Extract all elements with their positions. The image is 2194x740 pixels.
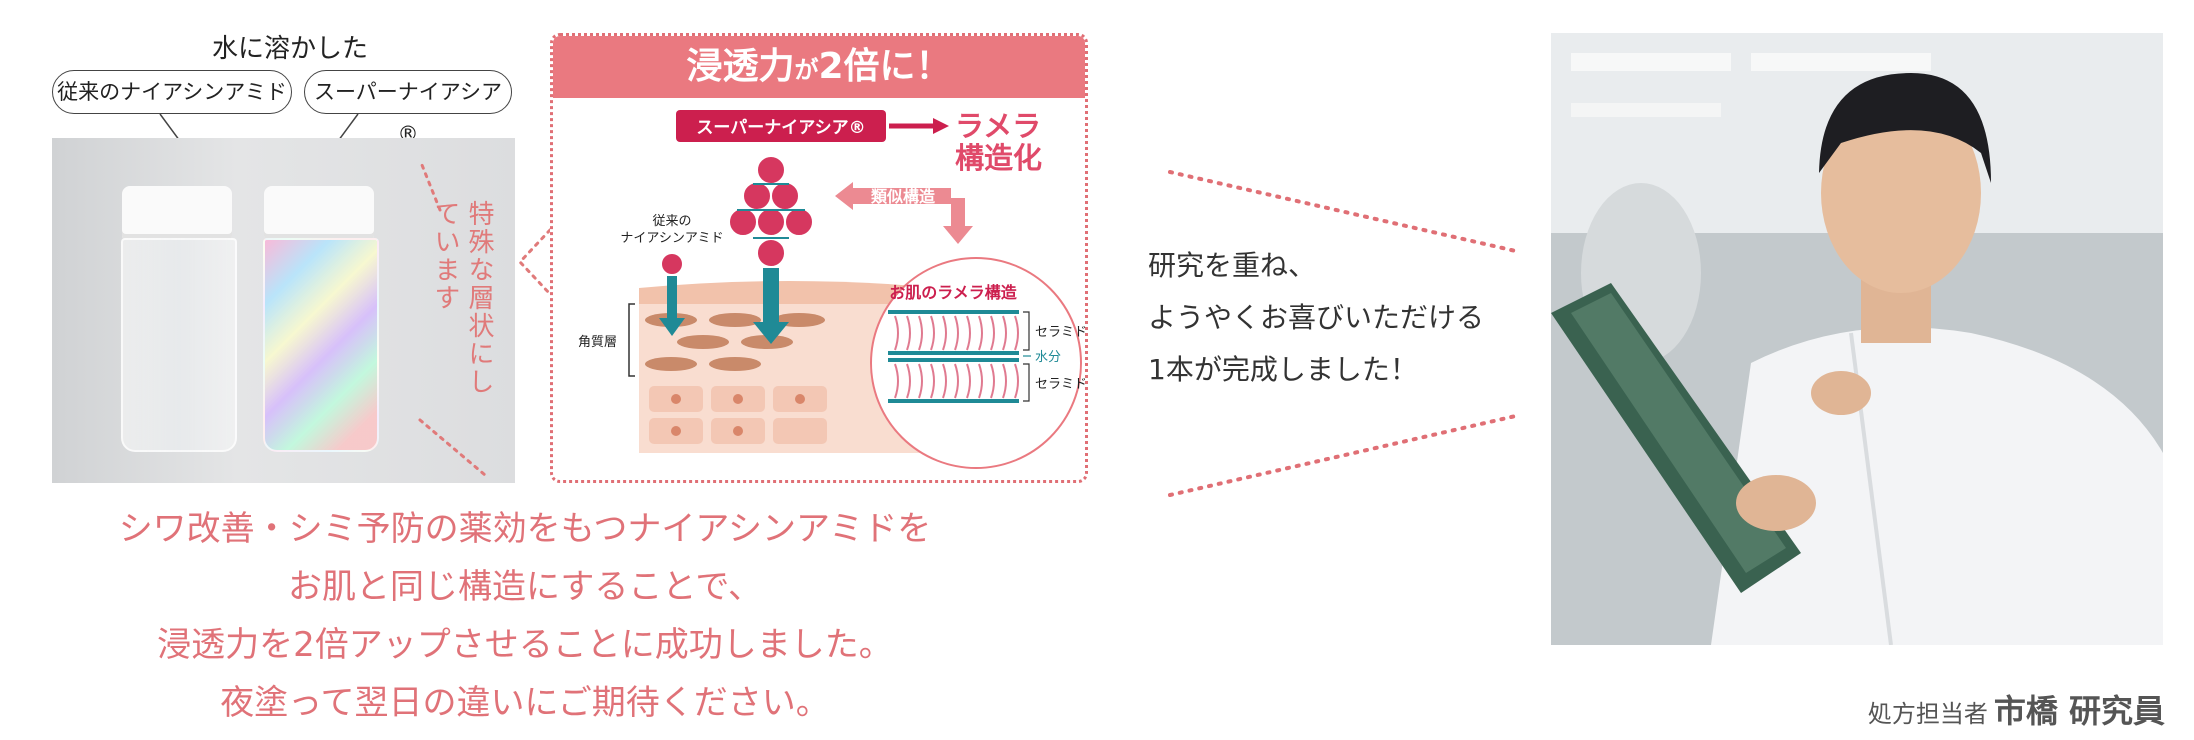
stratum-label: 角質層 [578,335,617,350]
vial-super-niacia [263,238,379,452]
similar-structure-label: 類似構造 [870,187,936,206]
quote-line-1: 研究を重ね、 [1148,249,1317,282]
ceramide-bottom-label: セラミド [1035,377,1085,392]
researcher-credit: 処方担当者市橋 研究員 [1805,686,2165,732]
researcher-illustration [1551,33,2163,645]
main-text-line-3: 浸透力を2倍アップさせることに成功しました。 [157,625,893,665]
conventional-particle [660,252,684,276]
conventional-label-2: ナイアシンアミド [620,231,723,246]
penetration-diagram: 浸透力が2倍に！ スーパーナイアシア® ラメラ 構造化 類似構造 従来の [550,33,1088,483]
main-text-line-2: お肌と同じ構造にすることで、 [288,567,762,607]
lamella-label-1: ラメラ [955,109,1041,143]
credit-role: 処方担当者 [1867,700,1988,728]
quote-dotted-lines [1168,170,1522,497]
main-text-line-1: シワ改善・シミ予防の薬効をもつナイアシンアミドを [118,509,932,549]
similar-structure-arrow [835,182,951,210]
vial-cap-left [122,186,232,240]
researcher-quote: 研究を重ね、 ようやくお喜びいただける 1本が完成しました！ [1148,240,1488,396]
super-niacia-tag [676,110,886,142]
vials-photo [52,138,515,483]
ceramide-top-label: セラミド [1035,325,1085,340]
vials-caption: 水に溶かした [211,34,368,64]
credit-name: 市橋 研究員 [1993,692,2165,730]
header-particle: が [794,56,819,84]
header-double: 2倍に！ [818,46,952,87]
main-description: シワ改善・シミ予防の薬効をもつナイアシンアミドを お肌と同じ構造にすることで、 … [95,500,955,732]
stratum-bracket [628,303,635,377]
diagram-header: 浸透力が2倍に！ [553,36,1085,98]
main-text-line-4: 夜塗って翌日の違いにご期待ください。 [220,683,830,723]
lamella-label-2: 構造化 [955,141,1042,175]
label-super-niacia: スーパーナイアシア® [304,70,512,146]
penetration-arrows [659,268,789,344]
super-niacia-tag-text: スーパーナイアシア® [696,118,865,138]
diagram-illustration: スーパーナイアシア® ラメラ 構造化 類似構造 従来の ナイアシンアミド [578,109,1085,469]
similar-structure-down-arrow [943,198,973,244]
pill-pointer-lines [159,113,359,153]
water-label: 水分 [1035,350,1061,365]
skin-lamella-title: お肌のラメラ構造 [889,283,1018,302]
vertical-note-dotted-lines [418,158,552,477]
vial-cap-right [264,186,374,240]
lamella-particle-cluster [728,155,814,268]
label-conventional-niacinamide: 従来のナイアシンアミド [52,70,292,114]
arrow-to-lamella-head [933,118,949,134]
researcher-photo [1551,33,2163,645]
vial-conventional [121,238,237,452]
skin-lamella-zoom: お肌のラメラ構造 [870,257,1082,469]
conventional-label-1: 従来の [652,214,691,229]
layered-structure-note: 特殊な層状にしています [430,200,494,396]
quote-line-2: ようやくお喜びいただける [1148,301,1485,334]
header-penetration: 浸透力 [686,46,795,87]
quote-line-3: 1本が完成しました！ [1148,353,1418,386]
